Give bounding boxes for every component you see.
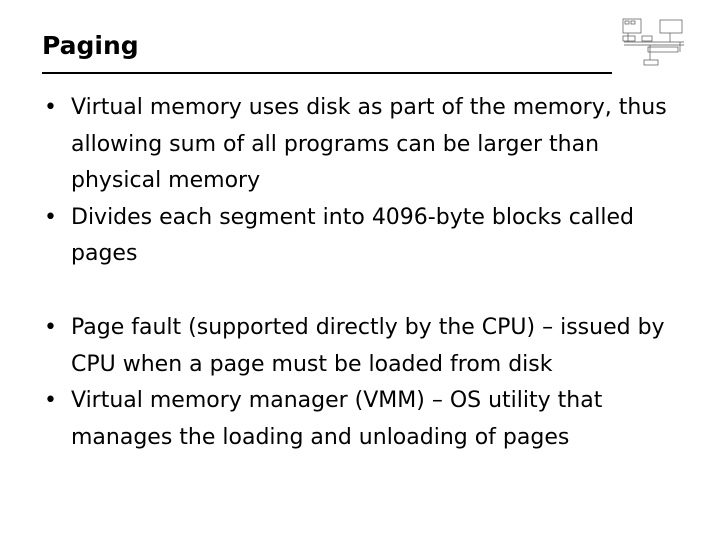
bullet-marker: • (44, 204, 57, 230)
bullet-list-top: • Virtual memory uses disk as part of th… (44, 90, 694, 273)
bullet-text: Divides each segment into 4096-byte bloc… (71, 204, 635, 267)
diagram-thumbnail (622, 18, 684, 66)
bullet-text: Virtual memory uses disk as part of the … (71, 95, 667, 193)
bullet-item: • Virtual memory uses disk as part of th… (44, 90, 694, 200)
bullet-item: • Virtual memory manager (VMM) – OS util… (44, 383, 694, 456)
bullet-marker: • (44, 388, 57, 413)
bullet-text: Virtual memory manager (VMM) – OS utilit… (71, 388, 603, 450)
bullet-item: • Page fault (supported directly by the … (44, 310, 694, 383)
bullet-marker: • (44, 95, 57, 120)
bullet-list-bottom: • Page fault (supported directly by the … (44, 310, 694, 456)
title-underline (42, 72, 612, 74)
bullet-marker: • (44, 315, 57, 340)
bullet-text: Page fault (supported directly by the CP… (71, 315, 665, 377)
bullet-item: • Divides each segment into 4096-byte bl… (44, 200, 694, 273)
slide-title: Paging (42, 31, 139, 60)
